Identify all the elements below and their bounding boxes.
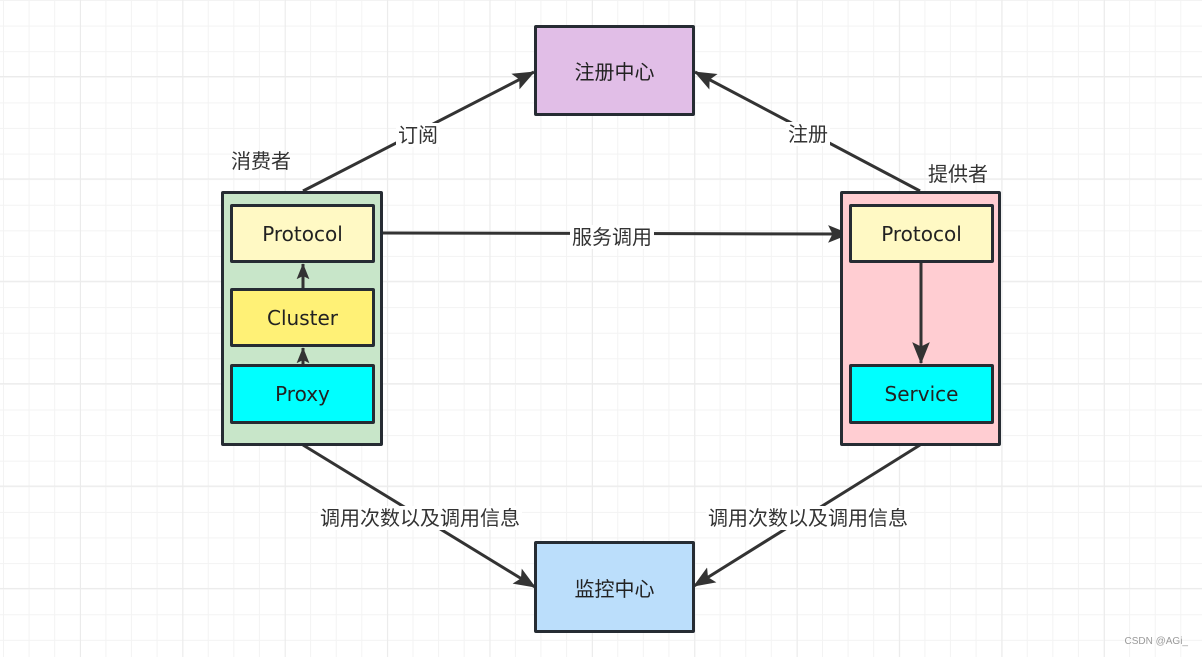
consumer-cluster-label: Cluster bbox=[267, 305, 338, 330]
consumer-protocol-node[interactable]: Protocol bbox=[230, 204, 375, 263]
monitor-node[interactable]: 监控中心 bbox=[534, 541, 695, 633]
provider-protocol-label: Protocol bbox=[881, 221, 962, 246]
provider-service-node[interactable]: Service bbox=[849, 364, 994, 424]
provider-service-label: Service bbox=[884, 382, 959, 406]
edge-label-register: 注册 bbox=[786, 122, 830, 146]
edge-label-consumer-report: 调用次数以及调用信息 bbox=[318, 506, 522, 530]
edge-label-invoke: 服务调用 bbox=[570, 225, 654, 249]
consumer-proxy-label: Proxy bbox=[275, 382, 330, 406]
watermark: CSDN @AGi_ bbox=[1124, 636, 1189, 647]
consumer-title: 消费者 bbox=[231, 149, 291, 173]
consumer-cluster-node[interactable]: Cluster bbox=[230, 288, 375, 347]
registry-label: 注册中心 bbox=[574, 60, 655, 84]
consumer-proxy-node[interactable]: Proxy bbox=[230, 364, 375, 424]
provider-title: 提供者 bbox=[928, 162, 988, 186]
registry-node[interactable]: 注册中心 bbox=[534, 25, 695, 116]
consumer-protocol-label: Protocol bbox=[262, 221, 343, 246]
monitor-label: 监控中心 bbox=[574, 576, 655, 601]
edge-label-subscribe: 订阅 bbox=[396, 123, 440, 147]
edge-label-provider-report: 调用次数以及调用信息 bbox=[706, 506, 910, 530]
provider-protocol-node[interactable]: Protocol bbox=[849, 204, 994, 263]
